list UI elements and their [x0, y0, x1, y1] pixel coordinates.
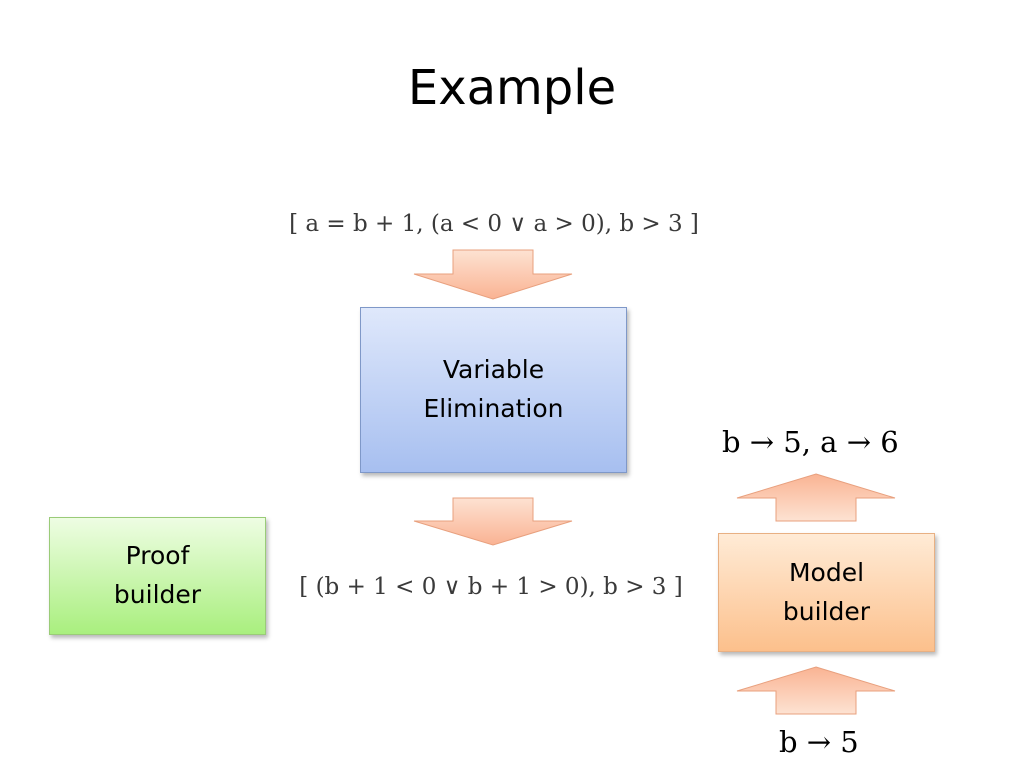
full-model-formula: b → 5, a → 6 — [722, 425, 899, 459]
up-arrow-top-icon — [736, 473, 896, 522]
variable-elimination-box: Variable Elimination — [360, 307, 627, 473]
up-arrow-bottom-icon — [736, 666, 896, 715]
model-builder-label: Model builder — [782, 557, 871, 626]
variable-elimination-label: Variable Elimination — [423, 355, 564, 423]
down-arrow-output-icon — [413, 497, 573, 546]
output-constraints-formula: [ (b + 1 < 0 ∨ b + 1 > 0), b > 3 ] — [299, 574, 683, 600]
proof-builder-label: Proof builder — [113, 541, 202, 609]
proof-builder-box: Proof builder — [49, 517, 266, 635]
down-arrow-input-icon — [413, 249, 573, 300]
partial-model-formula: b → 5 — [779, 725, 859, 759]
model-builder-box: Model builder — [718, 533, 935, 652]
slide-title: Example — [407, 60, 617, 116]
input-constraints-formula: [ a = b + 1, (a < 0 ∨ a > 0), b > 3 ] — [289, 211, 699, 237]
